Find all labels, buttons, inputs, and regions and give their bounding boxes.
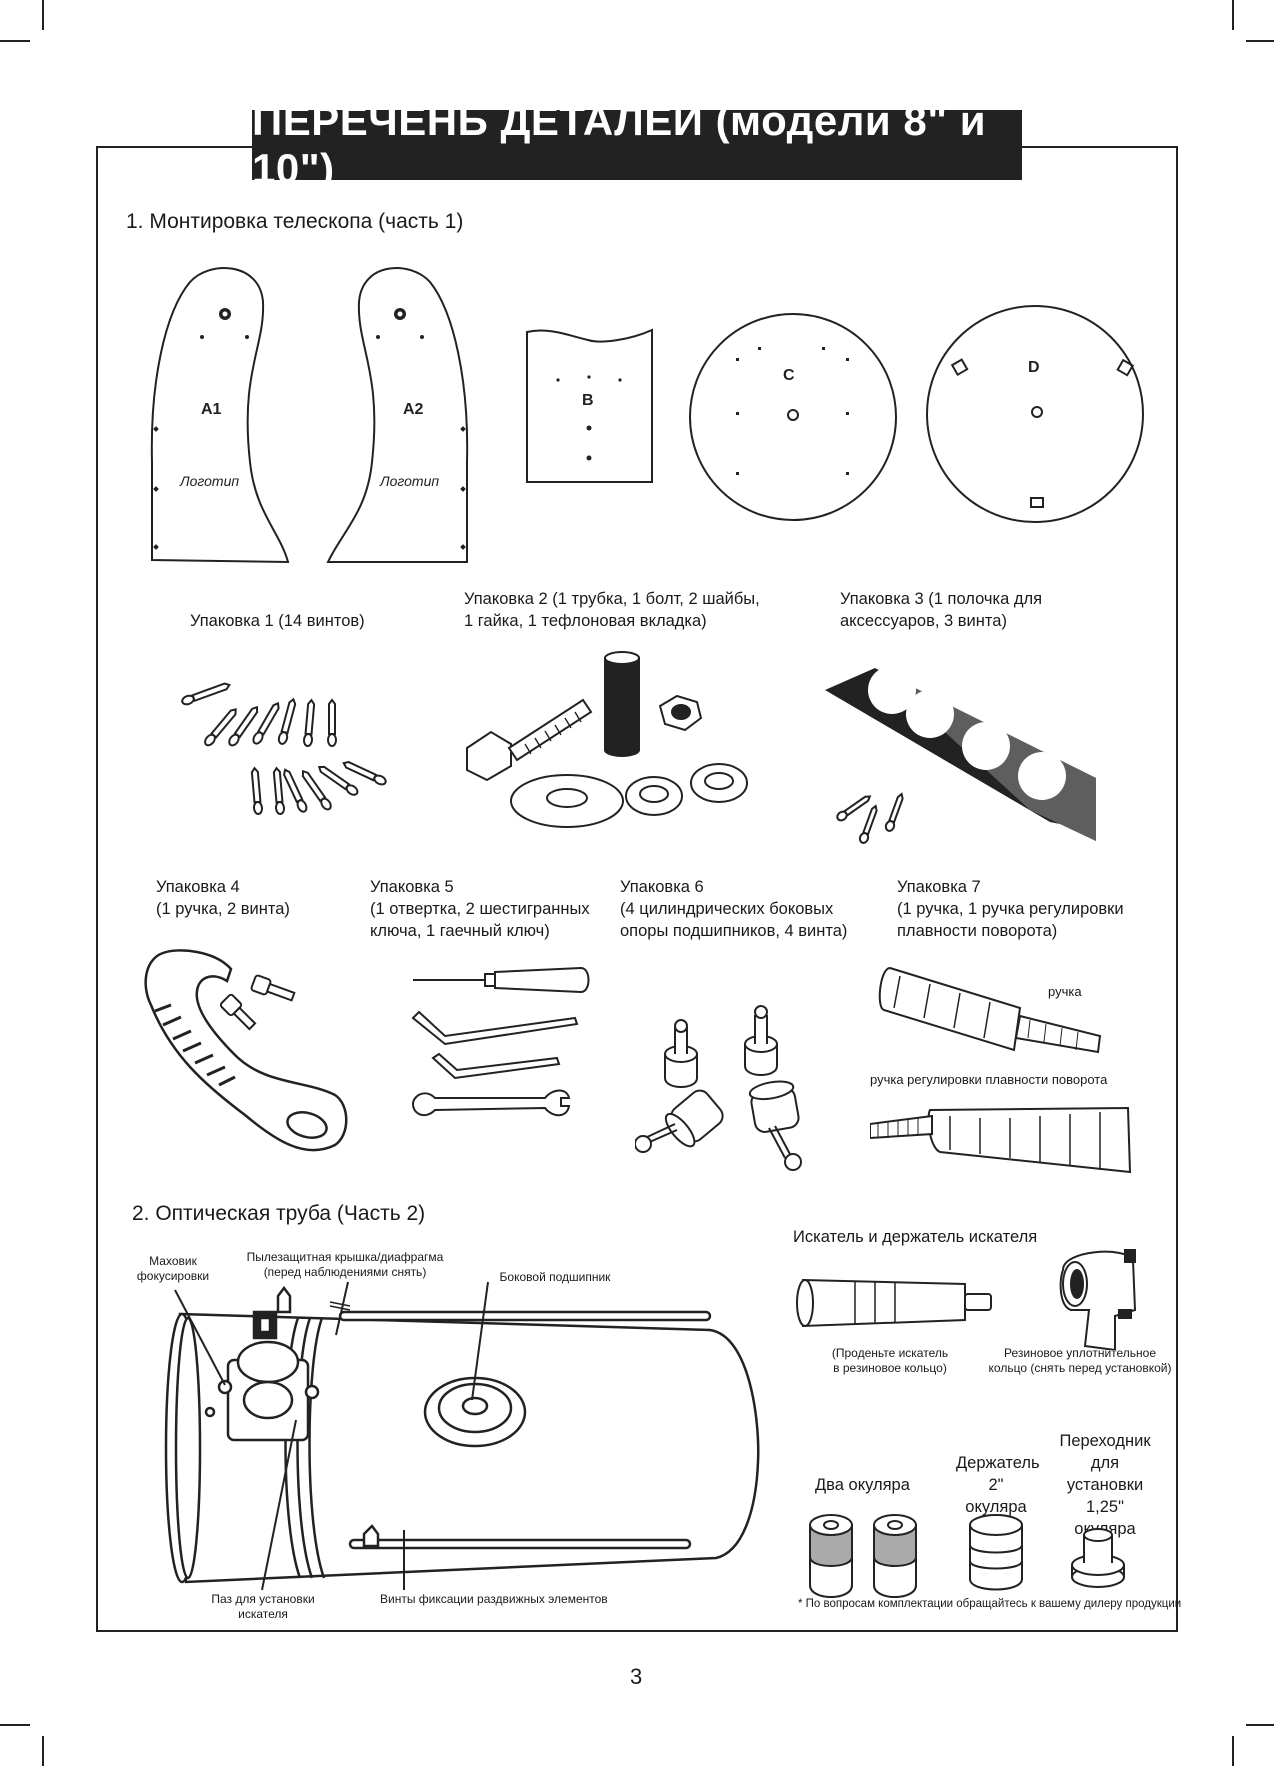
logo-text-a1: Логотип bbox=[179, 473, 239, 489]
eyepiece-1-shape bbox=[809, 1514, 853, 1598]
pack7-knobs-illustration bbox=[870, 966, 1132, 1174]
pack3-shelf-illustration bbox=[825, 666, 1096, 844]
eyepieces-illustration bbox=[809, 1514, 1125, 1598]
pack3-line1: Упаковка 3 (1 полочка для bbox=[840, 590, 1043, 608]
holder-line2: 2" окуляра bbox=[965, 1476, 1027, 1516]
pack4-handle-illustration bbox=[144, 949, 348, 1152]
pack5-tools-illustration bbox=[411, 966, 590, 1117]
panel-a2-label: A2 bbox=[403, 401, 424, 418]
panel-b-label: B bbox=[582, 392, 594, 409]
adapter-shape bbox=[1071, 1528, 1125, 1588]
pack7-line2: (1 ручка, 1 ручка регулировки bbox=[897, 900, 1124, 918]
panel-b-shape bbox=[526, 328, 653, 483]
pack7-line1: Упаковка 7 bbox=[897, 878, 981, 896]
tension-knob-label: ручка регулировки плавности поворота bbox=[870, 1072, 1108, 1087]
panel-d-label: D bbox=[1028, 359, 1040, 376]
pack6-line2: (4 цилиндрических боковых bbox=[620, 900, 834, 918]
pack1-screws-illustration bbox=[181, 682, 387, 815]
dust-cap-line2: (перед наблюдениями снять) bbox=[263, 1265, 427, 1279]
page-title: ПЕРЕЧЕНЬ ДЕТАЛЕЙ (модели 8" и 10") bbox=[252, 97, 1022, 192]
pack5-line1: Упаковка 5 bbox=[370, 878, 454, 896]
holder-line1: Держатель bbox=[956, 1454, 1040, 1472]
focus-knob-label: Маховик фокусировки bbox=[118, 1254, 228, 1284]
panel-a2-shape bbox=[326, 267, 469, 563]
eyepieces-label: Два окуляра bbox=[815, 1476, 910, 1494]
footnote: * По вопросам комплектации обращайтесь к… bbox=[798, 1598, 1182, 1610]
crop-mark bbox=[42, 1736, 44, 1766]
finder-title: Искатель и держатель искателя bbox=[793, 1228, 1038, 1246]
pack4-line2: (1 ручка, 2 винта) bbox=[156, 900, 290, 918]
pack2-line1: Упаковка 2 (1 трубка, 1 болт, 2 шайбы, bbox=[464, 590, 760, 608]
pack6-line3: опоры подшипников, 4 винта) bbox=[620, 922, 848, 940]
section1-heading: 1. Монтировка телескопа (часть 1) bbox=[126, 210, 464, 233]
rubber-ring-line1: Резиновое уплотнительное bbox=[1003, 1346, 1157, 1360]
logo-text-a2: Логотип bbox=[379, 473, 439, 489]
crop-mark bbox=[1232, 0, 1234, 30]
panel-d-shape bbox=[926, 305, 1144, 523]
rubber-ring-line2: кольцо (снять перед установкой) bbox=[988, 1361, 1172, 1375]
pack3-line2: аксессуаров, 3 винта) bbox=[840, 612, 1007, 630]
finder-note-line1: (Проденьте искатель bbox=[831, 1346, 949, 1360]
pack2-label: Упаковка 2 (1 трубка, 1 болт, 2 шайбы, 1… bbox=[464, 588, 760, 632]
pack3-label: Упаковка 3 (1 полочка для аксессуаров, 3… bbox=[840, 588, 1042, 632]
dust-cap-line1: Пылезащитная крышка/диафрагма bbox=[246, 1250, 444, 1264]
panel-c-label: C bbox=[783, 367, 795, 384]
eyepiece-2-shape bbox=[873, 1514, 917, 1598]
wrench-shape bbox=[411, 1089, 571, 1117]
tube-body-shape bbox=[178, 1312, 760, 1584]
page-number: 3 bbox=[630, 1664, 643, 1689]
tension-knob-shape bbox=[927, 1106, 1132, 1174]
handle-knob-label: ручка bbox=[1048, 984, 1082, 999]
side-bearing-label: Боковой подшипник bbox=[499, 1270, 611, 1284]
eyepiece-holder-shape bbox=[969, 1514, 1023, 1591]
lock-screws-label: Винты фиксации раздвижных элементов bbox=[380, 1592, 608, 1606]
holder-label: Держатель 2" окуляра bbox=[956, 1452, 1040, 1518]
adapter-line2: установки 1,25" bbox=[1066, 1476, 1144, 1516]
rubber-ring-label: Резиновое уплотнительное кольцо (снять п… bbox=[985, 1346, 1175, 1376]
finder-illustration bbox=[796, 1249, 1137, 1350]
pack6-line1: Упаковка 6 bbox=[620, 878, 704, 896]
panel-a1-shape bbox=[150, 267, 290, 564]
crop-mark bbox=[1246, 1724, 1274, 1726]
carry-handle-shape bbox=[144, 949, 348, 1152]
pack6-bearings-illustration bbox=[635, 1005, 802, 1171]
panel-a1-label: A1 bbox=[201, 401, 222, 418]
pack5-line2: (1 отвертка, 2 шестигранных bbox=[370, 900, 590, 918]
crop-mark bbox=[1232, 1736, 1234, 1766]
pack7-label: Упаковка 7 (1 ручка, 1 ручка регулировки… bbox=[897, 876, 1124, 942]
finder-note-line2: в резиновое кольцо) bbox=[833, 1361, 947, 1375]
crop-mark bbox=[1246, 40, 1274, 42]
pack1-label: Упаковка 1 (14 винтов) bbox=[190, 612, 365, 630]
crop-mark bbox=[0, 1724, 30, 1726]
crop-mark bbox=[42, 0, 44, 30]
finder-slot-line2: искателя bbox=[238, 1607, 288, 1621]
adapter-line1: Переходник для bbox=[1059, 1432, 1151, 1472]
pack4-label: Упаковка 4 (1 ручка, 2 винта) bbox=[156, 876, 290, 920]
pack6-label: Упаковка 6 (4 цилиндрических боковых опо… bbox=[620, 876, 847, 942]
panel-c-shape bbox=[689, 313, 897, 521]
section2-heading: 2. Оптическая труба (Часть 2) bbox=[132, 1202, 426, 1225]
pack7-line3: плавности поворота) bbox=[897, 922, 1058, 940]
finder-slot-line1: Паз для установки bbox=[211, 1592, 315, 1606]
hex-key-1-shape bbox=[411, 1010, 579, 1046]
pack5-label: Упаковка 5 (1 отвертка, 2 шестигранных к… bbox=[370, 876, 590, 942]
finder-scope-shape bbox=[802, 1278, 966, 1328]
crop-mark bbox=[0, 40, 30, 42]
focus-knob-line2: фокусировки bbox=[136, 1269, 210, 1283]
focus-knob-line1: Маховик bbox=[149, 1254, 197, 1268]
pack2-line2: 1 гайка, 1 тефлоновая вкладка) bbox=[464, 612, 707, 630]
finder-note-label: (Проденьте искатель в резиновое кольцо) bbox=[820, 1346, 960, 1376]
hex-key-2-shape bbox=[431, 1052, 561, 1080]
tube-shape bbox=[604, 657, 640, 751]
optical-tube-illustration bbox=[164, 1285, 760, 1584]
mount-panels-illustration: A1 A2 B C D Логотип Логотип bbox=[150, 267, 1144, 564]
pack5-line3: ключа, 1 гаечный ключ) bbox=[370, 922, 550, 940]
pack4-line1: Упаковка 4 bbox=[156, 878, 240, 896]
bolt-shape bbox=[466, 730, 512, 782]
pack2-parts-illustration bbox=[466, 651, 748, 828]
dust-cap-label: Пылезащитная крышка/диафрагма (перед наб… bbox=[240, 1250, 450, 1280]
finder-slot-label: Паз для установки искателя bbox=[198, 1592, 328, 1622]
